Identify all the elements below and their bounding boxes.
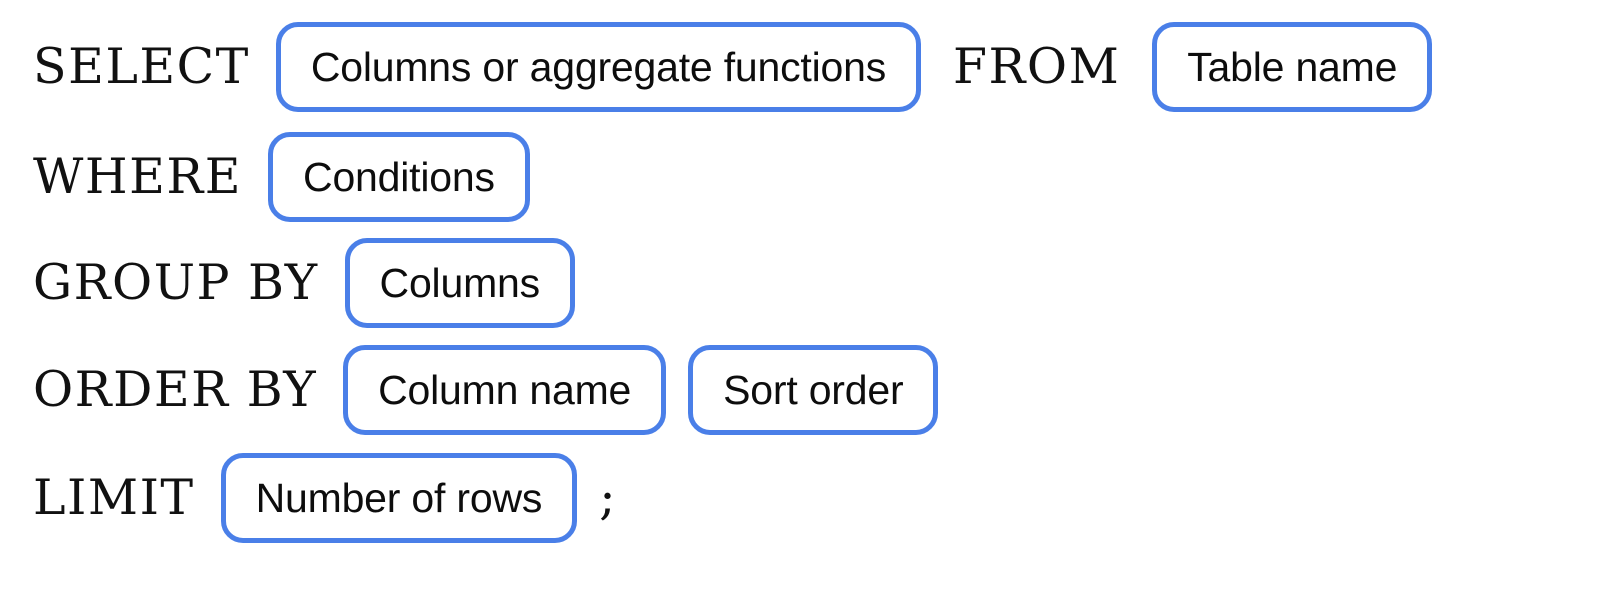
- placeholder-number-of-rows[interactable]: Number of rows: [220, 453, 578, 543]
- placeholder-label: Number of rows: [255, 474, 543, 521]
- placeholder-label: Sort order: [723, 366, 904, 413]
- placeholder-label: Conditions: [303, 153, 495, 200]
- clause-row-group-by: GROUP BY Columns: [33, 238, 575, 328]
- clause-row-select-from: SELECT Columns or aggregate functions FR…: [33, 22, 1433, 112]
- sql-keyword-where: WHERE: [33, 148, 243, 205]
- clause-row-order-by: ORDER BY Column name Sort order: [33, 345, 939, 435]
- placeholder-label: Columns: [379, 259, 541, 306]
- sql-keyword-order-by: ORDER BY: [33, 361, 318, 418]
- placeholder-columns[interactable]: Columns: [344, 238, 575, 328]
- sql-keyword-group-by: GROUP BY: [33, 254, 319, 311]
- sql-keyword-from: FROM: [953, 38, 1121, 95]
- placeholder-sort-order[interactable]: Sort order: [688, 345, 939, 435]
- placeholder-label: Columns or aggregate functions: [310, 43, 886, 90]
- clause-row-where: WHERE Conditions: [33, 132, 530, 222]
- placeholder-table-name[interactable]: Table name: [1152, 22, 1433, 112]
- statement-terminator-semicolon: ;: [599, 469, 616, 526]
- placeholder-column-name[interactable]: Column name: [343, 345, 667, 435]
- clause-row-limit: LIMIT Number of rows ;: [33, 453, 616, 543]
- sql-keyword-select: SELECT: [33, 38, 250, 95]
- placeholder-conditions[interactable]: Conditions: [268, 132, 530, 222]
- placeholder-columns-or-aggregate-functions[interactable]: Columns or aggregate functions: [275, 22, 921, 112]
- placeholder-label: Column name: [378, 366, 632, 413]
- sql-keyword-limit: LIMIT: [33, 469, 195, 526]
- placeholder-label: Table name: [1187, 43, 1398, 90]
